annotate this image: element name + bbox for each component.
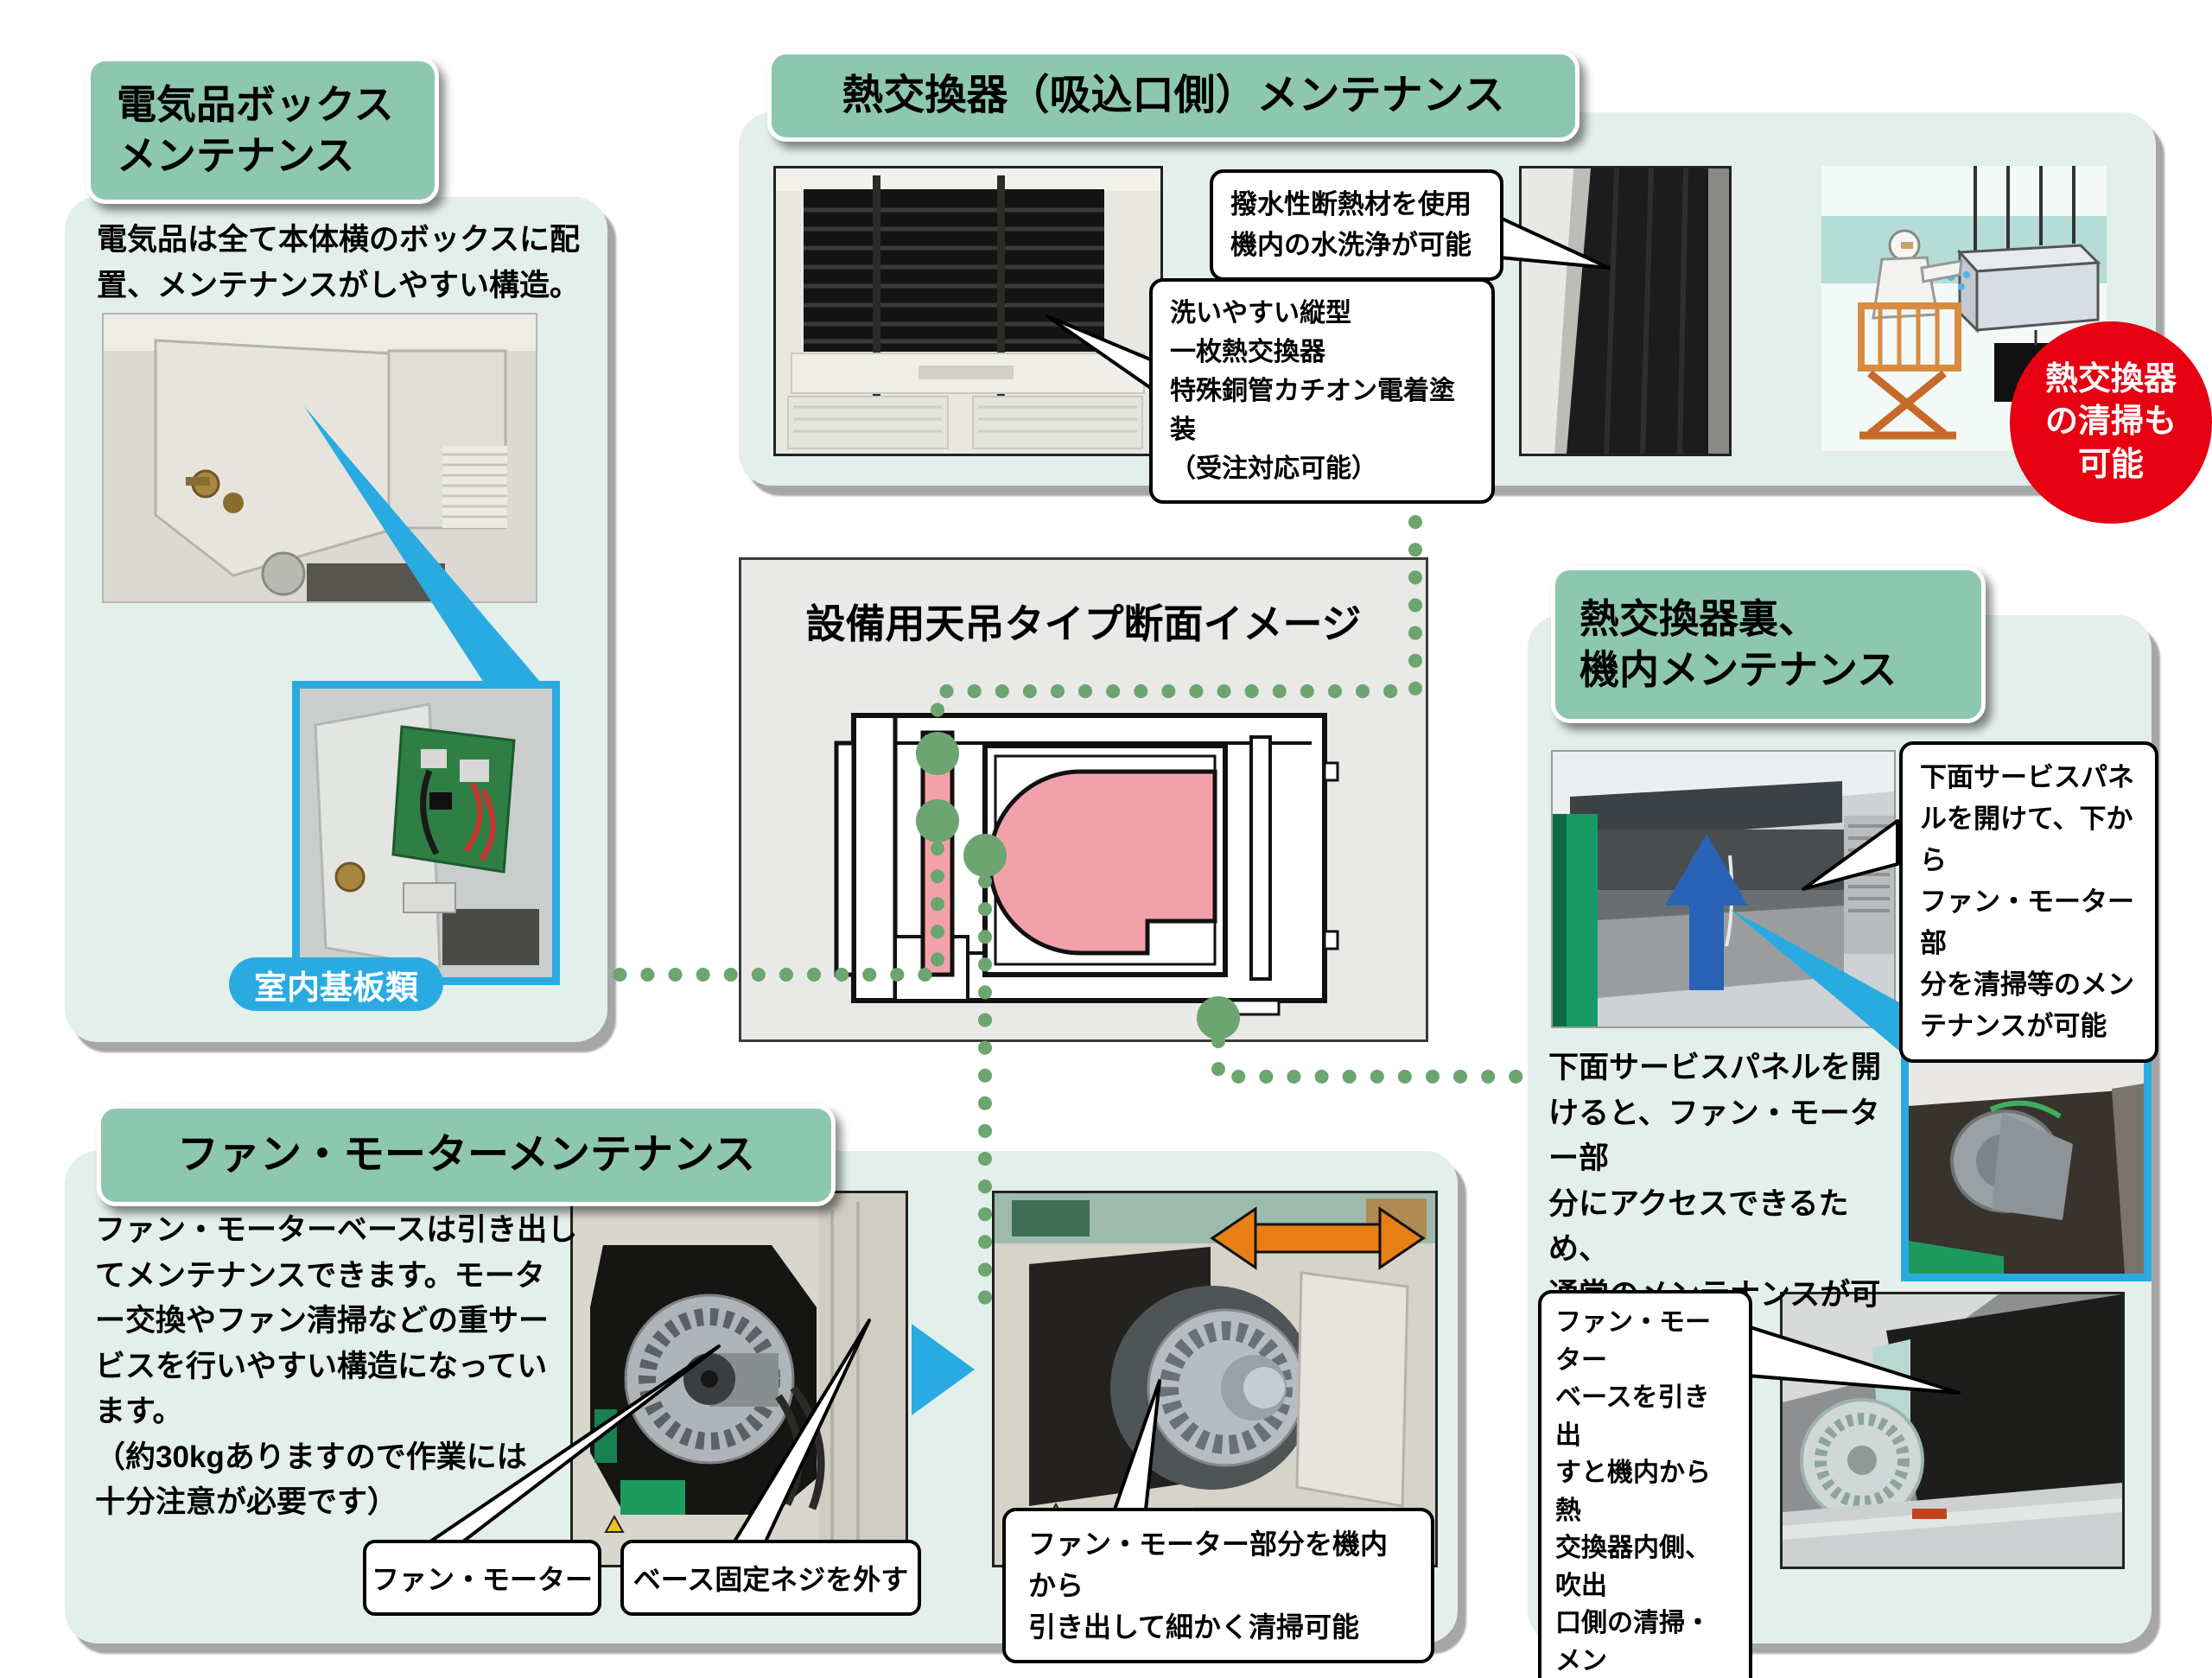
service-panel-open-art bbox=[1553, 752, 1894, 1027]
electrical-box-photo-art bbox=[104, 315, 536, 601]
fan-motor-description: ファン・モーターベースは引き出し てメンテナンスできます。モータ ー交換やファン… bbox=[95, 1213, 578, 1519]
heat-exchanger-front-art bbox=[776, 168, 1160, 454]
board-label-text: 室内基板類 bbox=[253, 969, 418, 1007]
fan-inside-art bbox=[573, 1193, 906, 1565]
header-heat-exchanger: 熱交換器（吸込口側）メンテナンス bbox=[767, 50, 1580, 142]
cross-section-diagram: 設備用天吊タイプ断面イメージ bbox=[739, 557, 1428, 1042]
callout-service-panel: 下面サービスパネ ルを開けて、下から ファン・モーター部 分を清掃等のメン テナ… bbox=[1899, 741, 2158, 1064]
label-base-screw: ベース固定ネジを外す bbox=[620, 1540, 921, 1616]
fan-motor-inset-art bbox=[1909, 1058, 2144, 1274]
hanging-rods bbox=[1974, 166, 2075, 252]
cross-section-art bbox=[834, 713, 1339, 1016]
heat-exchanger-section bbox=[920, 730, 955, 977]
up-arrow-icon bbox=[1665, 834, 1748, 906]
header-heat-exchanger-label: 熱交換器（吸込口側）メンテナンス bbox=[842, 73, 1505, 119]
header-electrical-box: 電気品ボックス メンテナンス bbox=[86, 57, 439, 204]
label-fan-motor: ファン・モーター bbox=[363, 1540, 601, 1616]
heat-exchanger-front-photo bbox=[773, 166, 1163, 456]
heat-exchanger-fins bbox=[804, 189, 1104, 352]
fan-motor-inset-photo bbox=[1901, 1050, 2152, 1281]
label-fan-motor-text: ファン・モーター bbox=[371, 1564, 593, 1595]
green-wire bbox=[1989, 1100, 2062, 1119]
heat-exchanger-side-art bbox=[1522, 168, 1729, 454]
heat-exchanger-side-photo bbox=[1519, 166, 1732, 456]
electrical-box-description: 電気品は全て本体横のボックスに配 置、メンテナンスがしやすい構造。 bbox=[97, 223, 580, 302]
callout-fan-base-pullout: ファン・モーター ベースを引き出 すと機内から熱 交換器内側、吹出 口側の清掃・… bbox=[1538, 1290, 1752, 1678]
orange-double-arrow-icon bbox=[1210, 1206, 1426, 1270]
blowout-side-art bbox=[1783, 1294, 2122, 1567]
circuit-board bbox=[391, 725, 516, 874]
lift-legs bbox=[1867, 370, 1947, 437]
header-electrical-box-label: 電気品ボックス メンテナンス bbox=[117, 82, 394, 178]
service-panel-open-photo bbox=[1551, 750, 1896, 1028]
electrical-box-photo bbox=[102, 313, 537, 603]
heat-exchanger-cleaning-badge: 熱交換器 の清掃も 可能 bbox=[2010, 321, 2212, 524]
blowout-side-photo bbox=[1780, 1292, 2125, 1569]
electrical-board-inset-photo bbox=[292, 681, 560, 985]
board-label-pill: 室内基板類 bbox=[229, 957, 443, 1011]
callout-fan-cleaning: ファン・モーター部分を機内から 引き出して細かく清掃可能 bbox=[1002, 1508, 1434, 1663]
cleaning-illustration bbox=[1821, 166, 2107, 451]
bubble-water-washable: 撥水性断熱材を使用 機内の水洗浄が可能 bbox=[1210, 169, 1503, 281]
slide-panel bbox=[1295, 1271, 1409, 1508]
header-fan-motor: ファン・モーターメンテナンス bbox=[97, 1104, 836, 1206]
fan-inside-photo bbox=[570, 1191, 908, 1567]
suspended-unit bbox=[1975, 261, 2100, 332]
header-rear-maintenance-label: 熱交換器裏、 機内メンテナンス bbox=[1580, 596, 1897, 692]
electrical-board-art bbox=[300, 689, 552, 977]
note-vertical-coil: 洗いやすい縦型 一枚熱交換器 特殊銅管カチオン電着塗装 （受注対応可能） bbox=[1149, 278, 1495, 504]
label-base-screw-text: ベース固定ネジを外す bbox=[632, 1564, 909, 1595]
lift-basket bbox=[1858, 302, 1961, 372]
header-rear-maintenance: 熱交換器裏、 機内メンテナンス bbox=[1551, 566, 1986, 723]
cleaning-illustration-art bbox=[1821, 166, 2107, 451]
header-fan-motor-label: ファン・モーターメンテナンス bbox=[176, 1132, 756, 1179]
badge-text: 熱交換器 の清掃も 可能 bbox=[2044, 360, 2177, 483]
